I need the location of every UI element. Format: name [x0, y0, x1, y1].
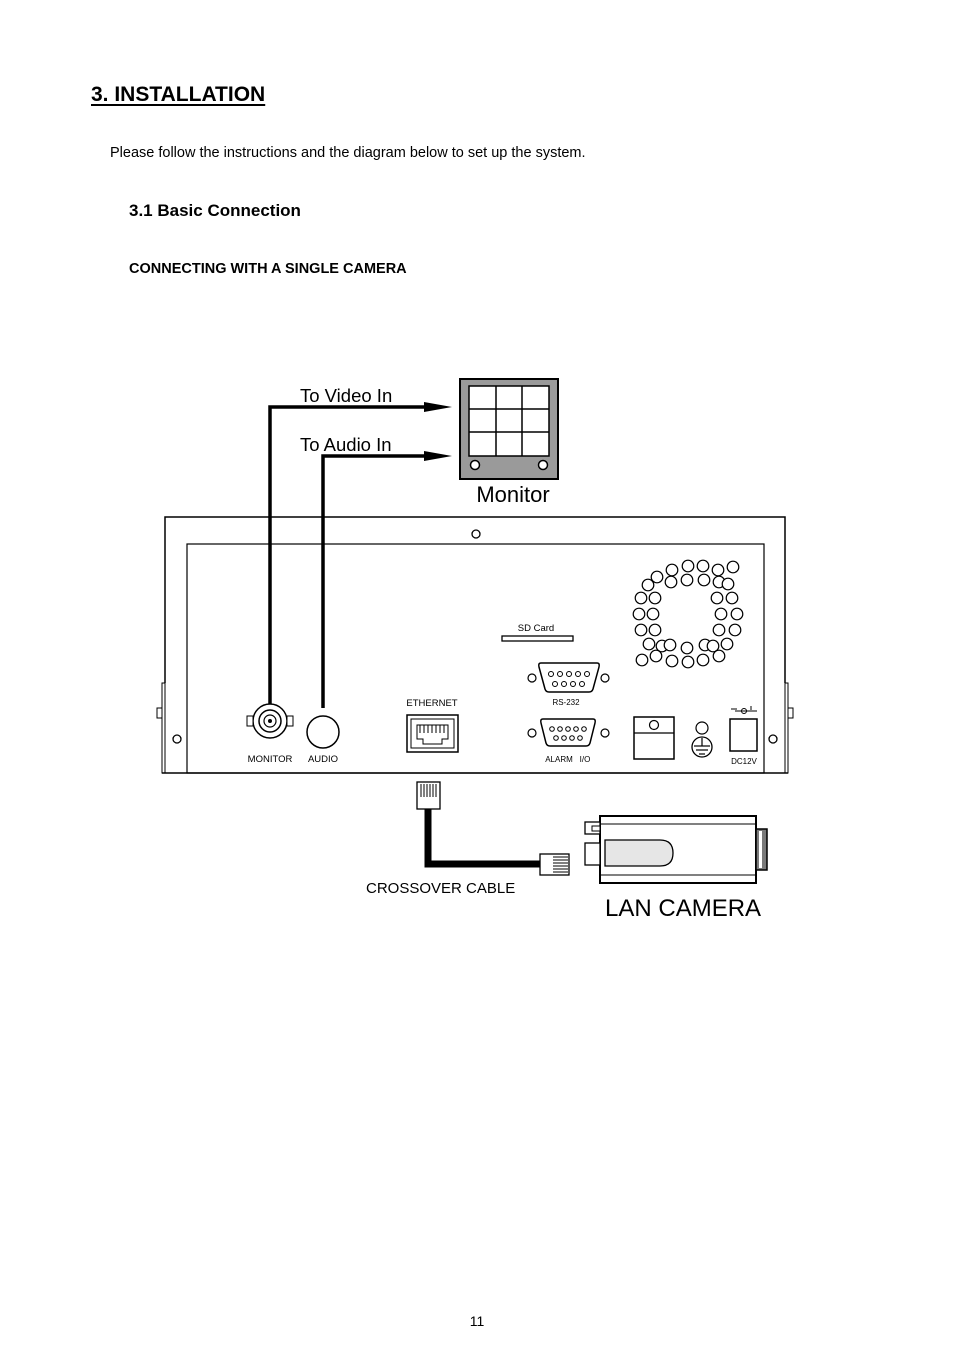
subsubsection-title: CONNECTING WITH A SINGLE CAMERA	[129, 261, 407, 277]
ground-terminal-icon	[691, 721, 713, 758]
audio-port-label: AUDIO	[308, 754, 338, 765]
to-audio-in-label: To Audio In	[300, 434, 392, 455]
rs232-port	[527, 662, 610, 693]
to-video-in-label: To Video In	[300, 385, 392, 406]
section-title: 3. INSTALLATION	[91, 83, 266, 106]
intro-paragraph: Please follow the instructions and the d…	[110, 145, 586, 161]
audio-port	[306, 715, 340, 749]
rs232-label: RS-232	[552, 698, 580, 707]
io-label: I/O	[580, 755, 591, 764]
alarm-io-port	[527, 718, 610, 747]
dc12v-jack	[729, 706, 758, 752]
video-cable	[268, 402, 452, 708]
crossover-cable-label: CROSSOVER CABLE	[366, 880, 515, 897]
monitor-bnc-port	[246, 703, 294, 739]
monitor-label: Monitor	[476, 482, 549, 507]
monitor-port-label: MONITOR	[248, 754, 293, 765]
subsection-title: 3.1 Basic Connection	[129, 201, 301, 220]
sd-card-label: SD Card	[518, 623, 554, 634]
dc12v-label: DC12V	[731, 757, 757, 766]
dvr-back-panel	[156, 516, 794, 774]
power-switch	[633, 716, 675, 760]
monitor-icon	[459, 378, 559, 480]
page-number: 11	[469, 1313, 485, 1329]
lan-camera-label: LAN CAMERA	[605, 895, 761, 922]
ethernet-label: ETHERNET	[406, 698, 457, 709]
lan-camera-icon	[584, 815, 768, 884]
ethernet-port	[406, 714, 459, 753]
fan-vent	[632, 559, 744, 669]
alarm-label: ALARM	[545, 755, 573, 764]
crossover-cable	[416, 781, 570, 876]
sd-card-slot	[501, 635, 574, 642]
audio-cable	[321, 451, 452, 708]
